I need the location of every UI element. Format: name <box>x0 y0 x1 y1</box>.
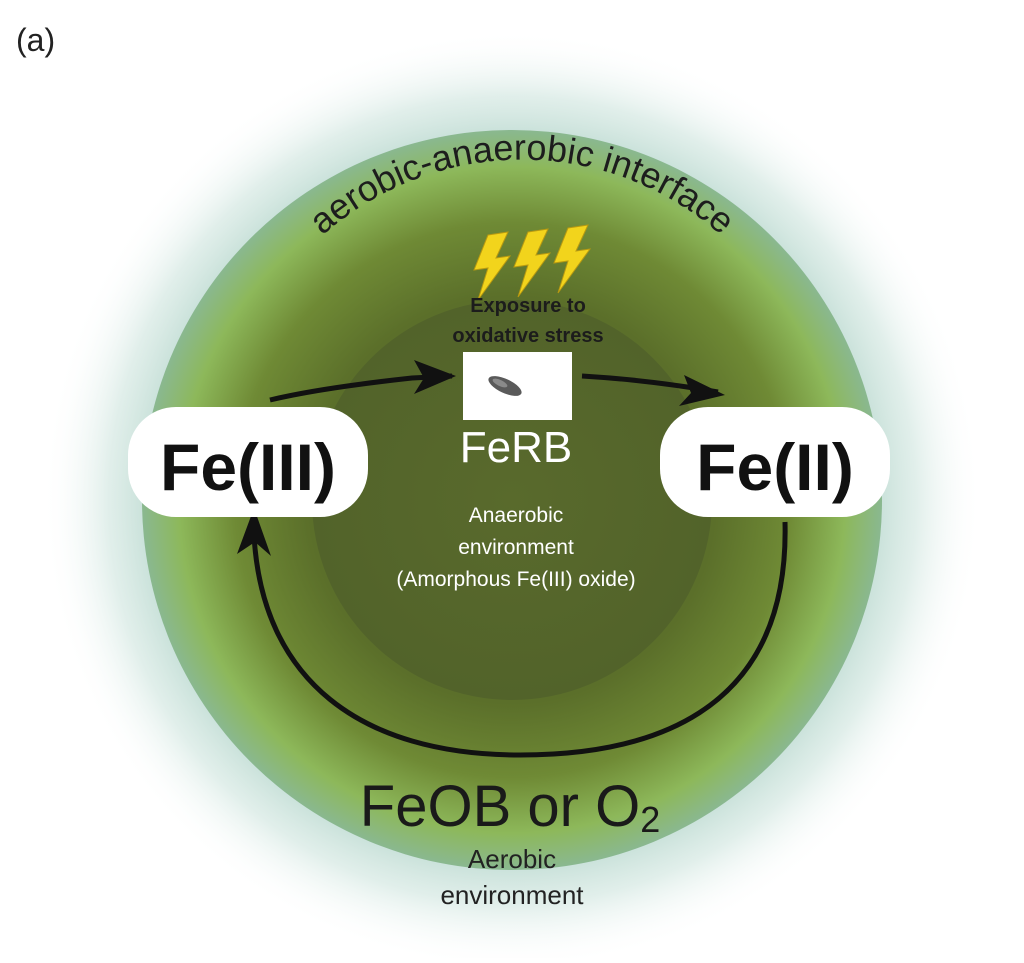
arrowhead-fe3-to-ferb <box>414 360 456 394</box>
panel-label: (a) <box>16 22 56 58</box>
arrow-fe3-to-ferb <box>269 373 453 403</box>
feob-main: FeOB or O <box>360 774 640 839</box>
lightning-bolt-icon <box>473 224 592 301</box>
stress-label-line2: oxidative stress <box>452 325 603 347</box>
aerobic-line2: environment <box>440 880 584 910</box>
stress-label-line1: Exposure to <box>470 295 586 317</box>
anaerobic-line3: (Amorphous Fe(III) oxide) <box>396 568 635 591</box>
feob-subscript: 2 <box>640 799 660 840</box>
anaerobic-line2: environment <box>458 536 574 559</box>
fe3-pill <box>128 407 368 517</box>
aerobic-line1: Aerobic <box>468 844 556 874</box>
arrowhead-fe2-to-fe3 <box>237 508 271 556</box>
fe2-label: Fe(II) <box>696 430 854 504</box>
anaerobic-line1: Anaerobic <box>469 504 564 527</box>
fe2-pill <box>660 407 890 517</box>
arrow-fe2-to-fe3 <box>251 521 788 758</box>
arrowhead-ferb-to-fe2 <box>679 375 725 406</box>
anaerobic-core <box>312 300 712 700</box>
ferb-label: FeRB <box>460 423 572 472</box>
fe3-label: Fe(III) <box>160 430 336 504</box>
bacterium-icon <box>488 376 522 396</box>
feob-label: FeOB or O2 <box>360 774 660 840</box>
